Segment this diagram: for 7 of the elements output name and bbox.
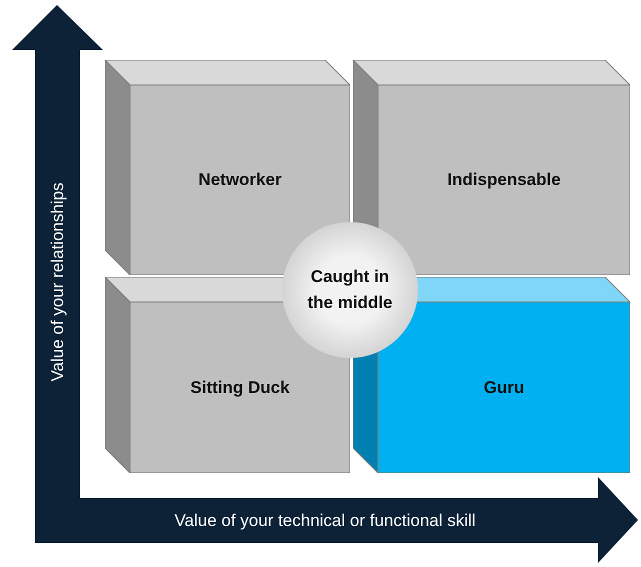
- node-label: Indispensable: [447, 170, 561, 190]
- node-label: Caught in the middle: [306, 266, 394, 314]
- node-label: Sitting Duck: [190, 378, 290, 398]
- axis-label: Value of your relationships: [48, 182, 68, 382]
- node-label: Guru: [484, 378, 524, 398]
- axis-label: Value of your technical or functional skill: [174, 511, 476, 531]
- node-label: Networker: [198, 170, 282, 190]
